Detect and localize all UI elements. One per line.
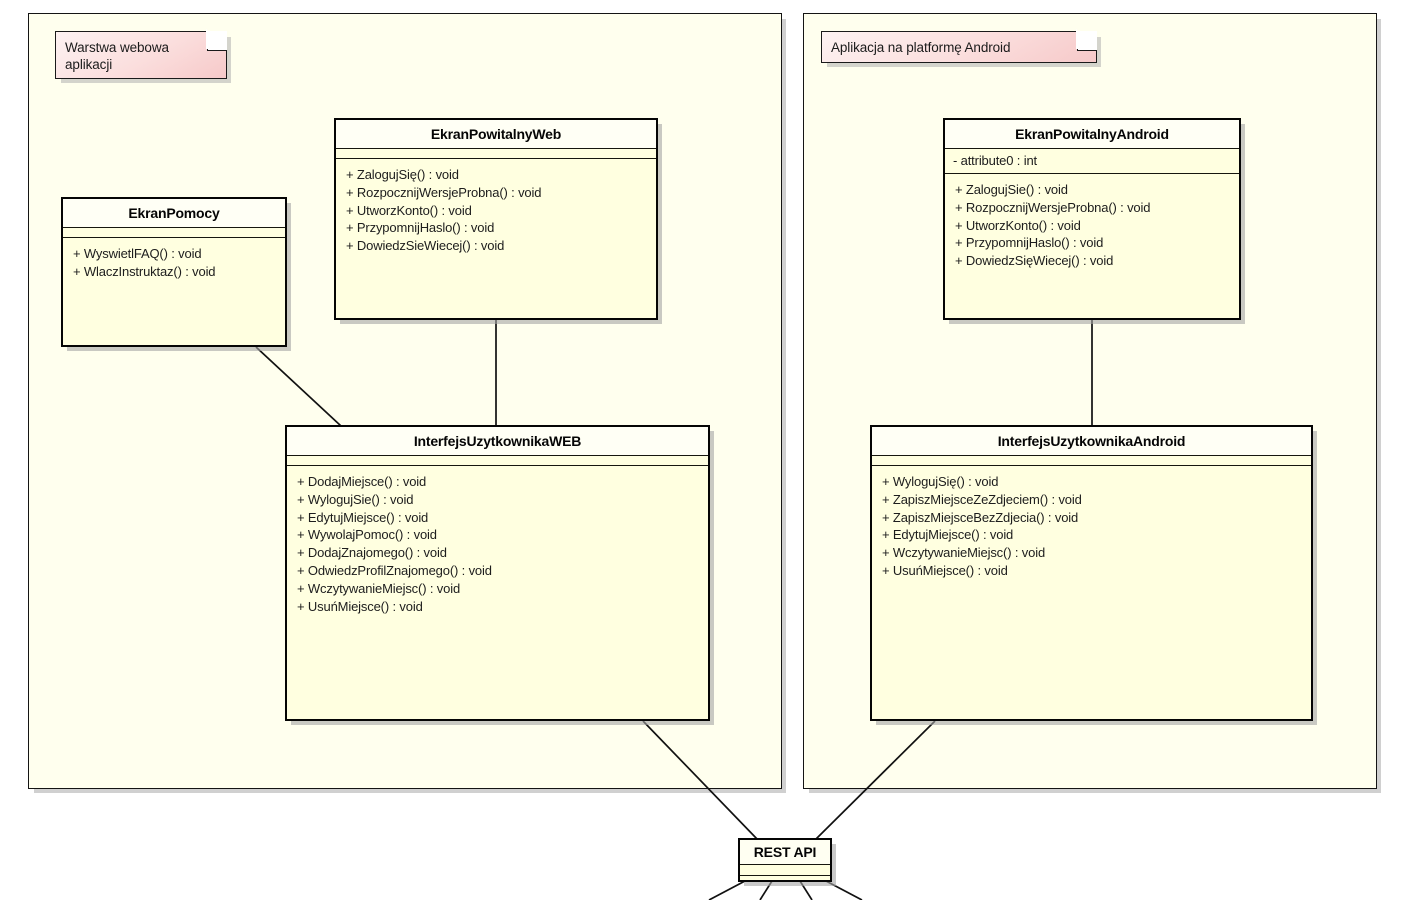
- operation-item: + UsuńMiejsce() : void: [297, 598, 423, 614]
- class-attributes-ekran-pomocy: [63, 228, 285, 238]
- operation-item: + WylogujSię() : void: [882, 474, 999, 489]
- operation-item: + UsuńMiejsce() : void: [882, 562, 1008, 578]
- class-operations-ekran-powitalny-web: + ZalogujSię() : void + RozpocznijWersje…: [336, 159, 656, 318]
- note-web-layer-text: Warstwa webowa aplikacji: [65, 40, 169, 72]
- operation-item: + ZapiszMiejsceBezZdjecia() : void: [882, 509, 1079, 525]
- operation-item: + DodajMiejsce() : void: [297, 474, 427, 489]
- class-operations-rest-api: [740, 876, 830, 880]
- class-ekran-powitalny-android[interactable]: EkranPowitalnyAndroid - attribute0 : int…: [943, 118, 1241, 320]
- note-android-app-text: Aplikacja na platformę Android: [831, 40, 1011, 55]
- operation-item: + EdytujMiejsce() : void: [297, 509, 429, 525]
- operation-item: + PrzypomnijHaslo() : void: [346, 220, 495, 236]
- class-title-ekran-powitalny-android: EkranPowitalnyAndroid: [945, 120, 1239, 149]
- association-line-rest-api-out-4: [825, 880, 863, 900]
- operation-item: + UtworzKonto() : void: [346, 202, 472, 218]
- note-android-app[interactable]: Aplikacja na platformę Android: [821, 29, 1097, 63]
- attribute-item: - attribute0 : int: [953, 153, 1038, 168]
- class-attributes-rest-api: [740, 865, 830, 876]
- operation-item: + RozpocznijWersjeProbna() : void: [346, 184, 542, 200]
- class-operations-interfejs-uzytkownika-android: + WylogujSię() : void + ZapiszMiejsceZeZ…: [872, 466, 1311, 719]
- class-attributes-ekran-powitalny-web: [336, 149, 656, 159]
- class-rest-api[interactable]: REST API: [738, 838, 832, 882]
- class-interfejs-uzytkownika-android[interactable]: InterfejsUzytkownikaAndroid + WylogujSię…: [870, 425, 1313, 721]
- class-ekran-pomocy[interactable]: EkranPomocy + WyswietlFAQ() : void + Wla…: [61, 197, 287, 347]
- operation-item: + RozpocznijWersjeProbna() : void: [955, 199, 1151, 215]
- operation-item: + ZalogujSie() : void: [955, 182, 1068, 197]
- class-title-interfejs-uzytkownika-android: InterfejsUzytkownikaAndroid: [872, 427, 1311, 456]
- class-operations-ekran-pomocy: + WyswietlFAQ() : void + WlaczInstruktaz…: [63, 238, 285, 345]
- operation-item: + PrzypomnijHaslo() : void: [955, 235, 1104, 251]
- operation-item: + WlaczInstruktaz() : void: [73, 263, 216, 279]
- association-line-rest-api-out-1: [708, 880, 746, 900]
- operation-item: + DowiedzSieWiecej() : void: [346, 238, 505, 254]
- operation-item: + WczytywanieMiejsc() : void: [297, 580, 461, 596]
- operation-item: + ZapiszMiejsceZeZdjeciem() : void: [882, 491, 1082, 507]
- operation-item: + WywolajPomoc() : void: [297, 527, 437, 543]
- note-fold-icon: [206, 29, 227, 51]
- operation-item: + ZalogujSię() : void: [346, 167, 459, 182]
- class-operations-interfejs-uzytkownika-web: + DodajMiejsce() : void + WylogujSie() :…: [287, 466, 708, 719]
- operation-item: + WylogujSie() : void: [297, 491, 414, 507]
- class-interfejs-uzytkownika-web[interactable]: InterfejsUzytkownikaWEB + DodajMiejsce()…: [285, 425, 710, 721]
- class-title-interfejs-uzytkownika-web: InterfejsUzytkownikaWEB: [287, 427, 708, 456]
- class-ekran-powitalny-web[interactable]: EkranPowitalnyWeb + ZalogujSię() : void …: [334, 118, 658, 320]
- operation-item: + UtworzKonto() : void: [955, 217, 1081, 233]
- class-title-ekran-pomocy: EkranPomocy: [63, 199, 285, 228]
- class-attributes-ekran-powitalny-android: - attribute0 : int: [945, 149, 1239, 174]
- note-fold-icon: [1076, 29, 1097, 51]
- operation-item: + OdwiedzProfilZnajomego() : void: [297, 562, 492, 578]
- class-attributes-interfejs-uzytkownika-web: [287, 456, 708, 466]
- class-attributes-interfejs-uzytkownika-android: [872, 456, 1311, 466]
- class-operations-ekran-powitalny-android: + ZalogujSie() : void + RozpocznijWersje…: [945, 174, 1239, 318]
- class-title-rest-api: REST API: [740, 840, 830, 865]
- association-line-rest-api-out-2: [759, 880, 773, 900]
- association-line-rest-api-out-3: [799, 880, 813, 900]
- operation-item: + DowiedzSięWiecej() : void: [955, 253, 1114, 269]
- operation-item: + WczytywanieMiejsc() : void: [882, 545, 1046, 561]
- class-title-ekran-powitalny-web: EkranPowitalnyWeb: [336, 120, 656, 149]
- operation-item: + WyswietlFAQ() : void: [73, 246, 202, 261]
- operation-item: + DodajZnajomego() : void: [297, 545, 447, 561]
- note-web-layer[interactable]: Warstwa webowa aplikacji: [55, 29, 227, 79]
- operation-item: + EdytujMiejsce() : void: [882, 527, 1014, 543]
